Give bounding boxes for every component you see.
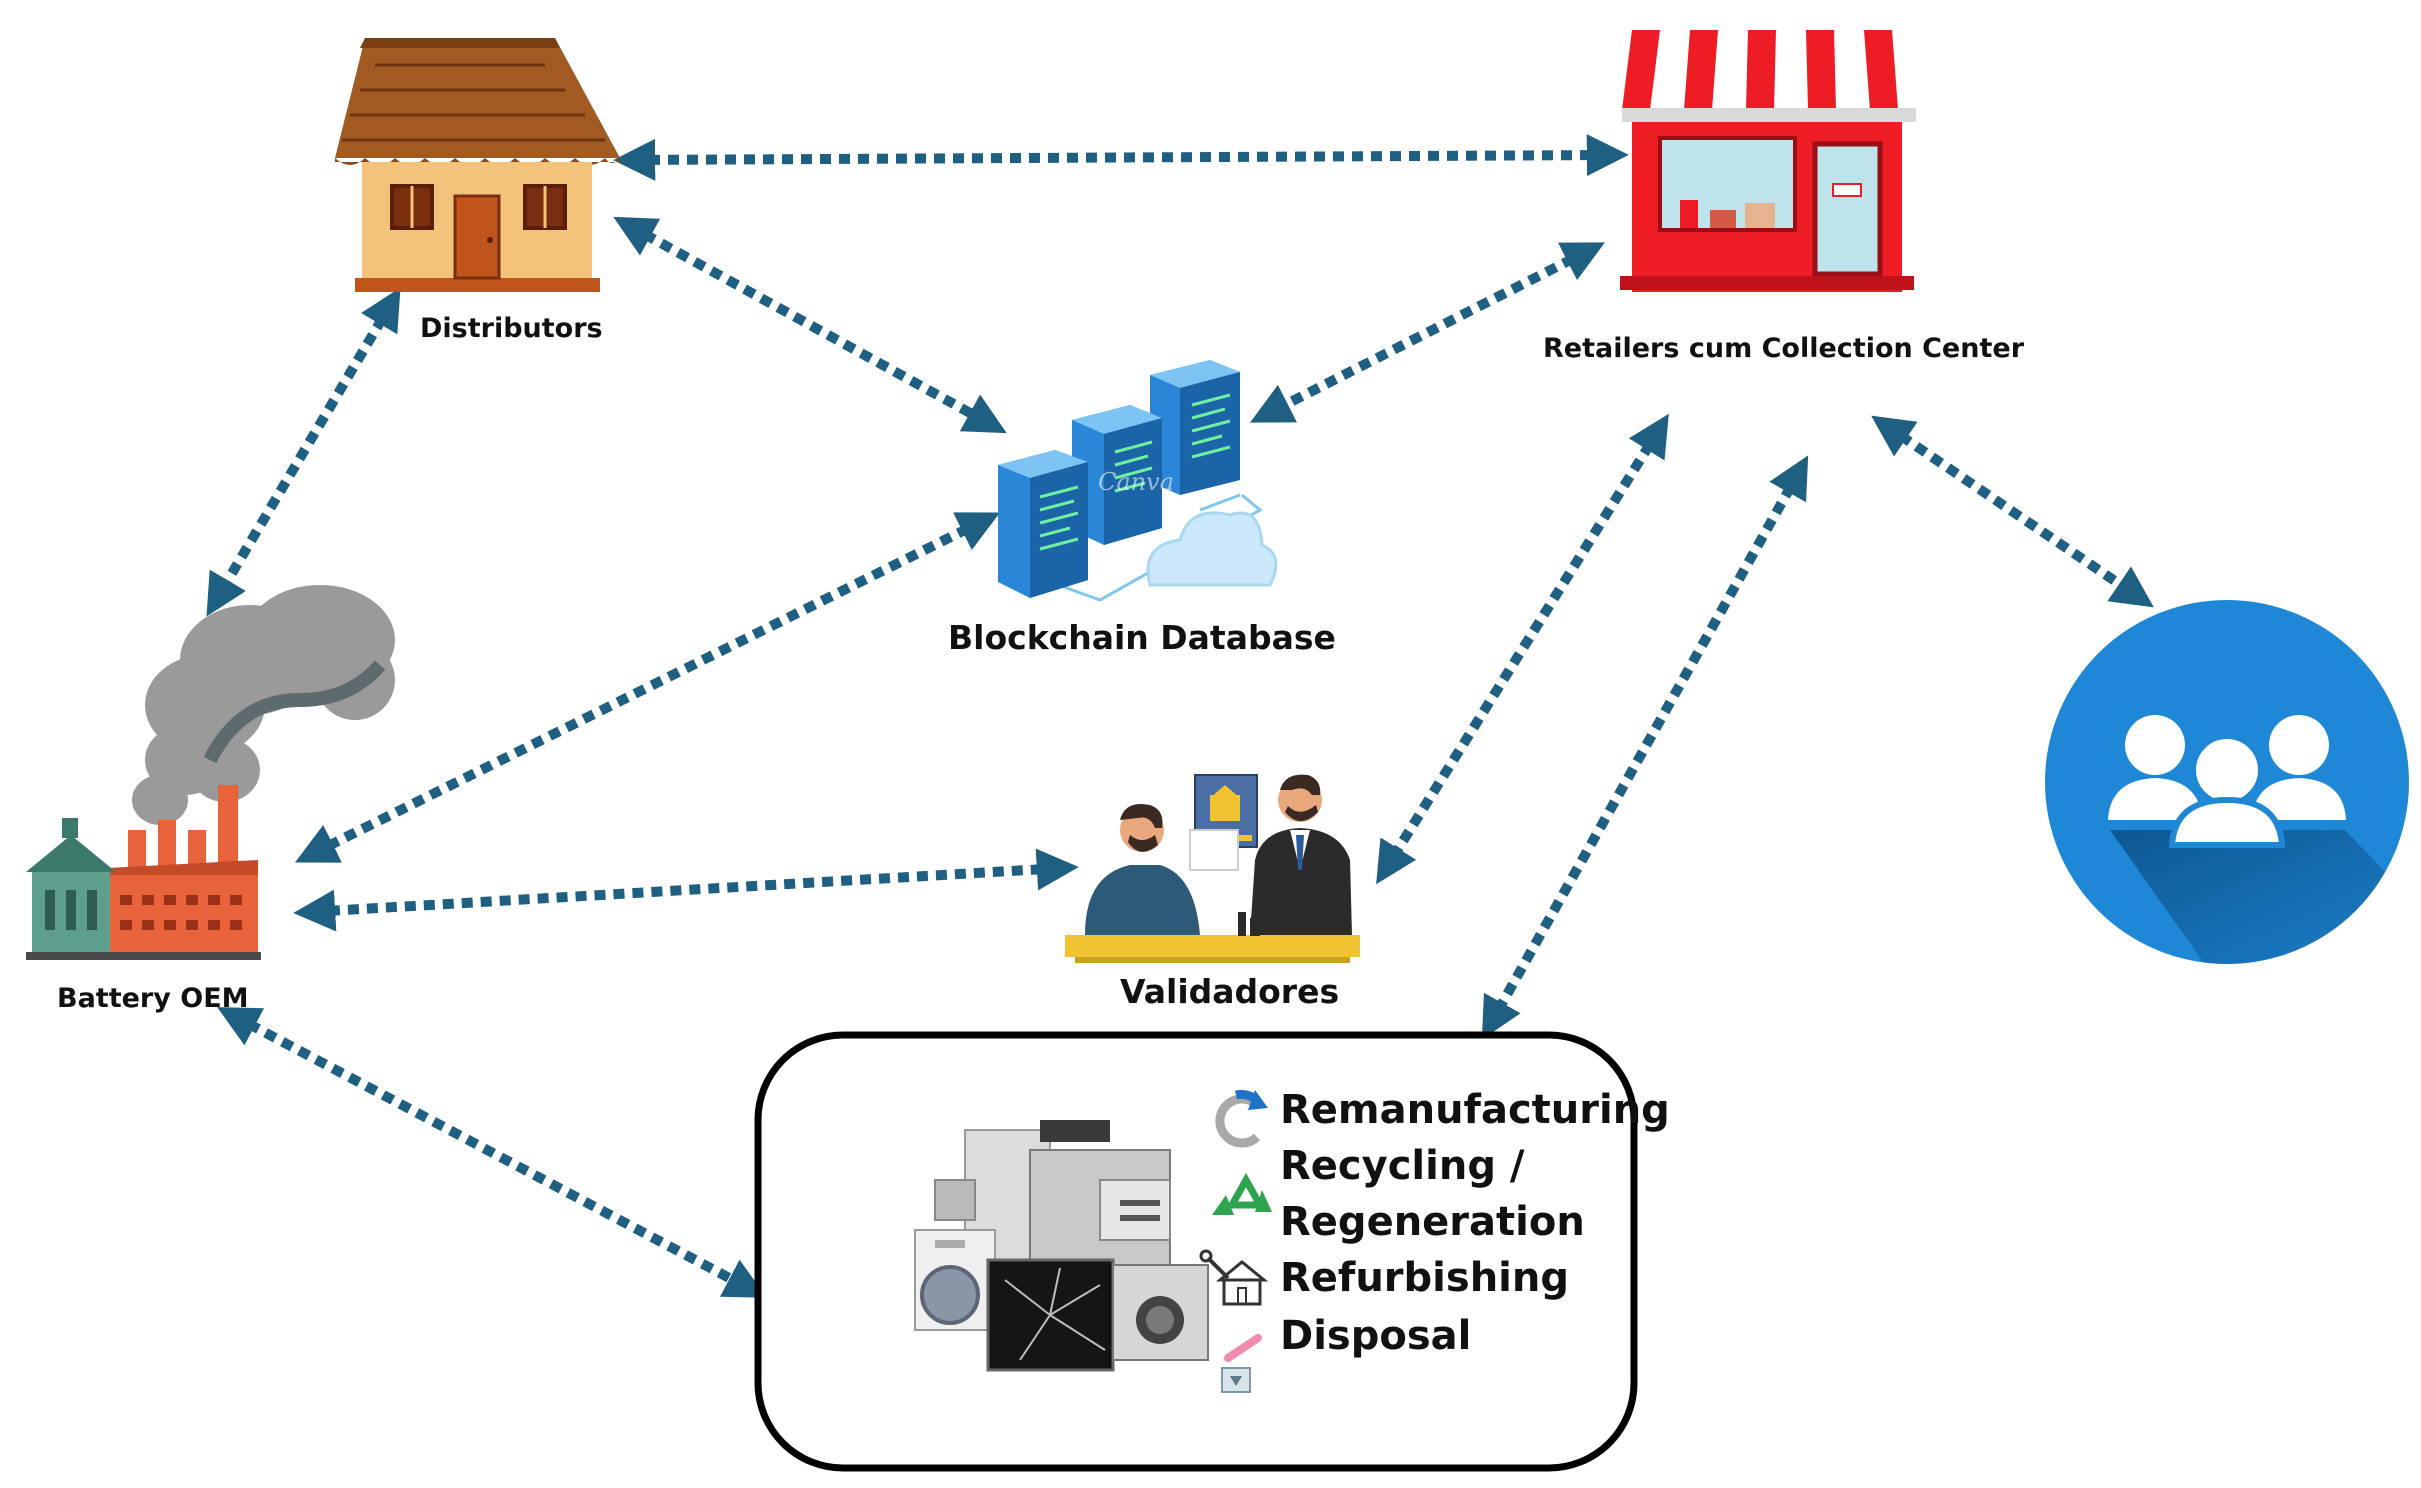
- disposal-icon: [1221, 1334, 1262, 1393]
- meeting-icon: [1065, 774, 1360, 963]
- node-label-blockchain: Blockchain Database: [948, 618, 1336, 657]
- connection-arrows: [206, 134, 2154, 1298]
- node-label-battery-oem: Battery OEM: [57, 983, 249, 1014]
- user-group-icon: [2045, 600, 2409, 964]
- arrow-distributors-blockchain: [613, 216, 1007, 434]
- arrow-oem-processing: [217, 1007, 767, 1298]
- arrow-retailers-blockchain: [1250, 242, 1605, 423]
- node-label-validators: Validadores: [1120, 972, 1340, 1011]
- process-regeneration: Regeneration: [1280, 1199, 1585, 1245]
- factory-icon: [26, 585, 395, 960]
- arrow-distributors-retailers: [613, 134, 1629, 181]
- arrow-blockchain-oem: [294, 512, 1001, 863]
- remanufacture-icon: [1215, 1089, 1268, 1148]
- server-stack-icon: Canva: [998, 360, 1278, 602]
- shop-icon: [1620, 30, 1916, 292]
- process-recycling: Recycling /: [1280, 1143, 1525, 1189]
- arrow-retailers-processing: [1481, 455, 1809, 1040]
- recycle-icon: [1212, 1172, 1272, 1215]
- arrow-distributors-oem: [206, 287, 401, 617]
- process-disposal: Disposal: [1280, 1313, 1472, 1359]
- node-label-distributors: Distributors: [420, 313, 603, 344]
- arrow-retailers-validators: [1376, 413, 1669, 885]
- watermark-text: Canva: [1098, 468, 1174, 496]
- process-remanufacturing: Remanufacturing: [1280, 1087, 1670, 1133]
- node-label-retailers: Retailers cum Collection Center: [1543, 333, 2025, 364]
- arrow-retailers-consumers: [1871, 415, 2154, 608]
- process-refurbishing: Refurbishing: [1280, 1255, 1569, 1301]
- refurbish-icon: [1199, 1249, 1269, 1306]
- house-icon: [335, 38, 620, 292]
- arrow-oem-validators: [293, 848, 1079, 932]
- e-waste-pile-icon: [914, 1120, 1209, 1372]
